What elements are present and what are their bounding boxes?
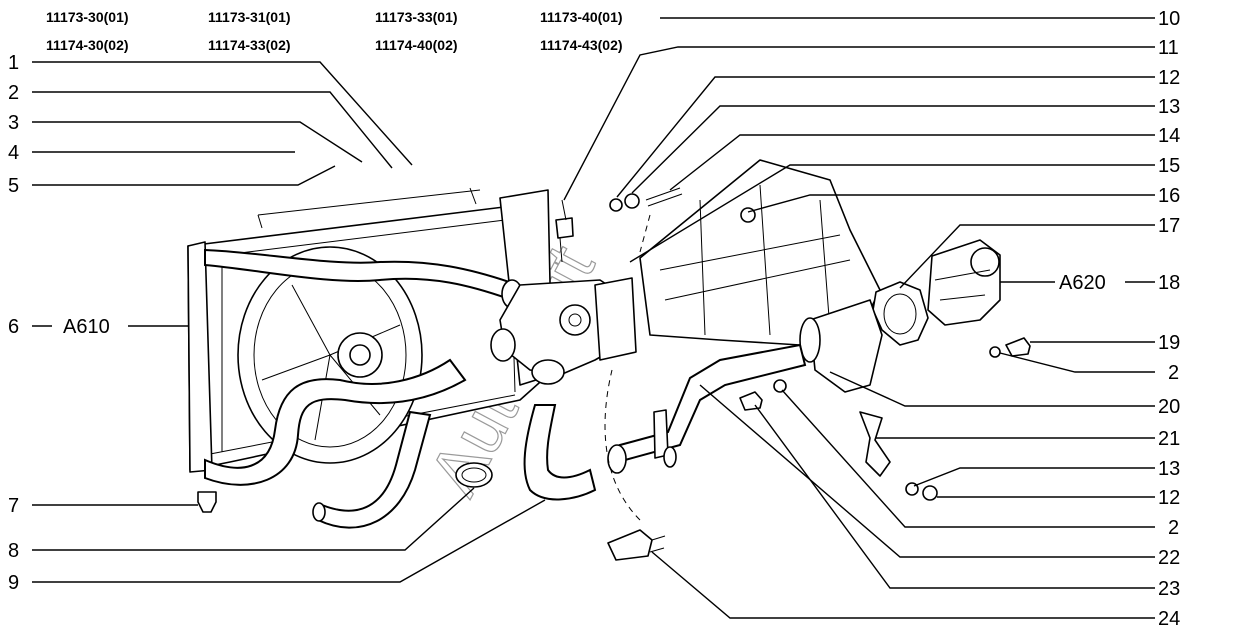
- model-code: 11174-33(02): [208, 37, 291, 53]
- thermostat-housing: [490, 187, 683, 385]
- hoses: [204, 248, 597, 529]
- callout-number: 7: [8, 495, 19, 517]
- callout-number: 11: [1158, 37, 1179, 59]
- leader-line-17: [899, 224, 1155, 289]
- callout-number: 6: [8, 316, 19, 338]
- callout-number: 1: [8, 52, 19, 74]
- callout-number: 10: [1158, 8, 1180, 30]
- right-callouts: 10 11 12 13 14 15 16 17 18 A620 19 2 20 …: [1059, 8, 1180, 630]
- coolant-pipe: [604, 214, 938, 561]
- callout-number: 23: [1158, 578, 1180, 600]
- callout-ref: A610: [63, 316, 110, 338]
- callout-number: 13: [1158, 458, 1180, 480]
- callout-number: 22: [1158, 547, 1180, 569]
- callout-number: 5: [8, 175, 19, 197]
- callout-number: 9: [8, 572, 19, 594]
- leader-line-22: [699, 384, 1155, 558]
- leader-line-9: [32, 499, 546, 583]
- callout-number: 3: [8, 112, 19, 134]
- callout-ref: A620: [1059, 272, 1106, 294]
- callout-number: 17: [1158, 215, 1180, 237]
- callout-number: 2: [1168, 362, 1179, 384]
- leader-line-2b: [999, 352, 1155, 373]
- model-code: 11174-43(02): [540, 37, 623, 53]
- callout-number: 15: [1158, 155, 1180, 177]
- leader-line-5: [32, 165, 336, 186]
- left-callouts: 1 2 3 4 5 6 A610 7 8 9: [8, 52, 110, 594]
- water-pump: [872, 239, 1031, 358]
- callout-number: 12: [1158, 67, 1180, 89]
- model-code: 11174-40(02): [375, 37, 458, 53]
- model-codes: 11173-30(01) 11173-31(01) 11173-33(01) 1…: [46, 9, 623, 53]
- callout-number: 21: [1158, 428, 1180, 450]
- model-code: 11173-33(01): [375, 9, 458, 25]
- leader-line-11: [563, 46, 1155, 201]
- leader-line-24: [651, 551, 1155, 619]
- callout-number: 20: [1158, 396, 1180, 418]
- leader-line-12: [616, 76, 1155, 198]
- callout-number: 12: [1158, 487, 1180, 509]
- leader-line-20: [829, 371, 1155, 407]
- callout-number: 16: [1158, 185, 1180, 207]
- leader-line-13: [631, 105, 1155, 194]
- leader-line-1: [32, 61, 413, 166]
- callout-number: 13: [1158, 96, 1180, 118]
- leader-line-16: [747, 194, 1155, 213]
- callout-number: 8: [8, 540, 19, 562]
- leader-line-13b: [913, 467, 1155, 487]
- callout-number: 24: [1158, 608, 1180, 630]
- model-code: 11173-31(01): [208, 9, 291, 25]
- callout-number: 4: [8, 142, 19, 164]
- leader-line-23: [754, 404, 1155, 589]
- model-code: 11174-30(02): [46, 37, 129, 53]
- callout-number: 14: [1158, 125, 1180, 147]
- leader-line-3: [32, 121, 363, 163]
- callout-number: 2: [1168, 517, 1179, 539]
- leader-line-2: [32, 91, 393, 169]
- leader-line-8: [32, 487, 475, 551]
- callout-number: 19: [1158, 332, 1180, 354]
- leader-lines: [32, 17, 1155, 619]
- callout-number: 2: [8, 82, 19, 104]
- callout-number: 18: [1158, 272, 1180, 294]
- leader-line-2c: [781, 389, 1155, 528]
- leader-line-15: [629, 164, 1155, 263]
- model-code: 11173-40(01): [540, 9, 623, 25]
- leader-line-14: [669, 134, 1155, 191]
- model-code: 11173-30(01): [46, 9, 129, 25]
